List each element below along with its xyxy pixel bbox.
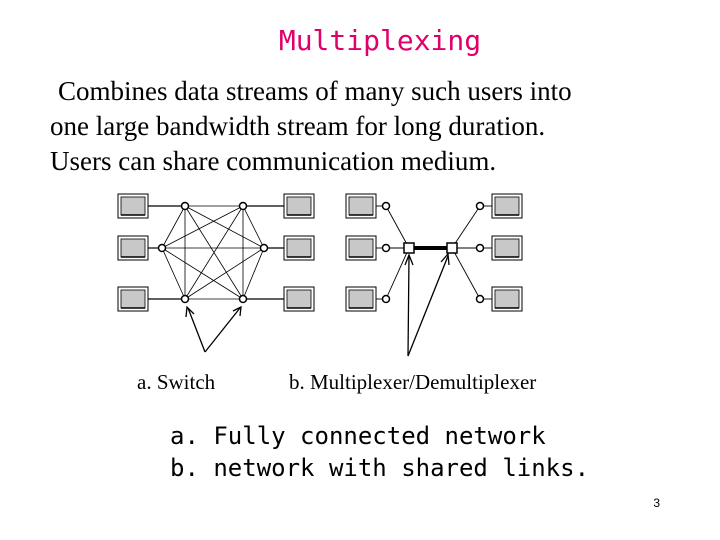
switch-node (180, 294, 190, 304)
diagram-notes: a. Fully connected network b. network wi… (170, 420, 589, 484)
caption-multiplexer: b. Multiplexer/Demultiplexer (289, 370, 537, 394)
demux-terminal (491, 193, 523, 219)
switch-terminal (117, 286, 149, 312)
slide-title: Multiplexing (278, 24, 482, 57)
demultiplexer (446, 242, 458, 254)
multiplexer (403, 242, 415, 254)
mux-node (381, 294, 391, 304)
mux-terminal (345, 193, 377, 219)
note-line-1: a. Fully connected network (170, 422, 546, 450)
demux-node (475, 243, 485, 253)
mux-network (345, 193, 523, 357)
mux-node (381, 201, 391, 211)
mux-pointer-arrows (404, 252, 450, 357)
switch-node (238, 294, 248, 304)
switch-terminal (117, 193, 149, 219)
switch-node (238, 201, 248, 211)
mux-terminal (345, 235, 377, 261)
switch-node (180, 201, 190, 211)
switch-terminal (283, 235, 315, 261)
mux-node (381, 243, 391, 253)
body-line-3: Users can share communication medium. (50, 146, 497, 176)
body-text: Combines data streams of many such users… (50, 74, 690, 179)
switch-pointer-arrows (185, 305, 242, 353)
note-line-2: b. network with shared links. (170, 454, 590, 482)
body-line-1: Combines data streams of many such users… (58, 76, 572, 106)
demux-node (475, 294, 485, 304)
switch-mesh-links (161, 205, 265, 300)
page-number: 3 (653, 496, 660, 510)
mux-terminal (345, 286, 377, 312)
switch-terminal (283, 286, 315, 312)
demux-terminal (491, 235, 523, 261)
caption-switch: a. Switch (137, 370, 216, 394)
demux-node (475, 201, 485, 211)
demux-terminal (491, 286, 523, 312)
switch-network (117, 193, 315, 353)
switch-terminal (117, 235, 149, 261)
switch-node (259, 243, 269, 253)
mux-access-links (376, 205, 492, 300)
switch-node (157, 243, 167, 253)
switch-terminal (283, 193, 315, 219)
body-line-2: one large bandwidth stream for long dura… (50, 111, 546, 141)
